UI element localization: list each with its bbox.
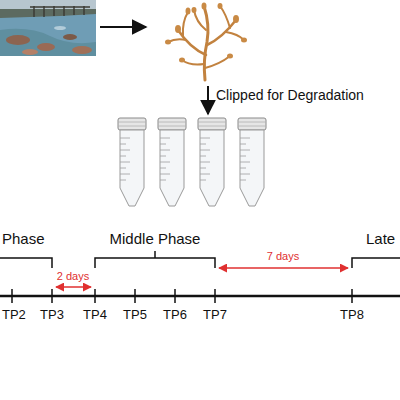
- phase-label: Phase: [2, 230, 45, 247]
- centrifuge-tube: [198, 118, 226, 206]
- phase-label: Middle Phase: [110, 230, 201, 247]
- timepoint-label: TP5: [123, 308, 147, 323]
- flow-arrow: [100, 26, 146, 28]
- shore-photo: [0, 0, 96, 56]
- timepoint-label: TP4: [83, 308, 107, 323]
- flow-arrow: [207, 86, 209, 114]
- timepoint-label: TP2: [2, 308, 26, 323]
- interval-label: 7 days: [267, 250, 299, 263]
- seaweed: [168, 6, 244, 80]
- seaweed-bladders: [165, 3, 247, 63]
- timepoint-label: TP8: [340, 308, 364, 323]
- step-label: Clipped for Degradation: [216, 87, 364, 103]
- timeline: [0, 289, 400, 303]
- centrifuge-tube: [118, 118, 146, 206]
- phase-label: Late: [366, 230, 395, 247]
- interval-arrow: [219, 267, 348, 269]
- timepoint-label: TP3: [40, 308, 64, 323]
- phase-bracket: [0, 251, 400, 268]
- interval-arrow: [56, 286, 91, 288]
- centrifuge-tube: [158, 118, 186, 206]
- timepoint-label: TP6: [163, 308, 187, 323]
- timepoint-label: TP7: [203, 308, 227, 323]
- interval-label: 2 days: [57, 270, 89, 283]
- centrifuge-tube: [238, 118, 266, 206]
